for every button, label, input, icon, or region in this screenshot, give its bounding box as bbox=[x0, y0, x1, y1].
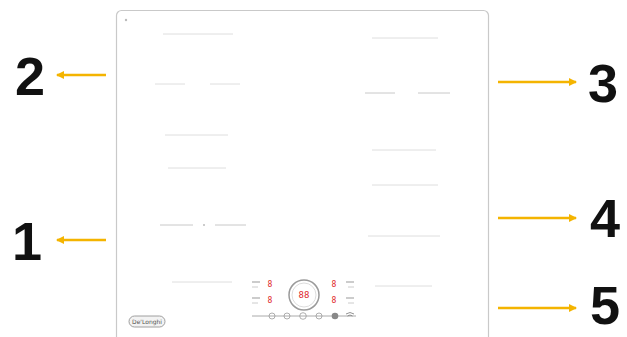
callout-number: 4 bbox=[590, 191, 620, 245]
logo-badge bbox=[129, 316, 165, 327]
hob-glass bbox=[117, 11, 489, 337]
callout-number: 3 bbox=[588, 56, 618, 110]
callout-number: 5 bbox=[590, 278, 620, 332]
timer-display: 88 bbox=[299, 290, 310, 300]
zone-marks bbox=[155, 34, 450, 286]
power-display: 8 bbox=[332, 296, 337, 305]
brand-logo: De'Longhi bbox=[132, 318, 162, 325]
power-display: 8 bbox=[332, 280, 337, 289]
callout-number: 1 bbox=[12, 214, 42, 268]
power-display: 8 bbox=[268, 280, 273, 289]
control-panel bbox=[252, 280, 356, 319]
power-display: 8 bbox=[268, 296, 273, 305]
callout-number: 2 bbox=[15, 49, 45, 103]
callout-arrows bbox=[57, 75, 576, 308]
